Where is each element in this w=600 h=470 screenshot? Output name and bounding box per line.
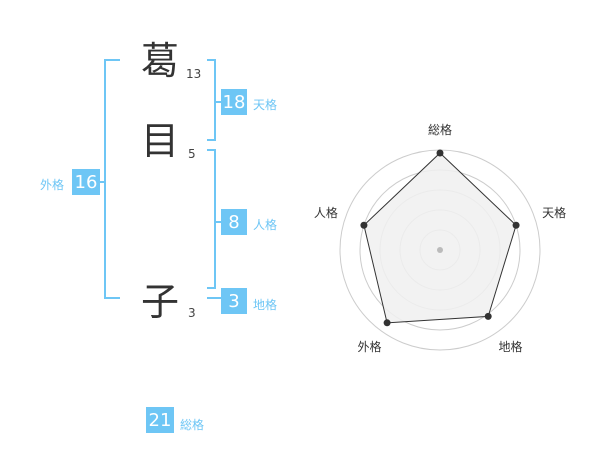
- radar-area: [363, 152, 517, 324]
- gaikaku-bracket: [104, 59, 120, 299]
- name-char-1: 葛: [141, 39, 180, 83]
- tenkaku-label: 天格: [253, 98, 278, 112]
- radar-point: [512, 221, 520, 229]
- name-char-3-strokes: 3: [188, 306, 196, 320]
- gaikaku-label: 外格: [40, 178, 65, 192]
- radar-label: 地格: [499, 339, 523, 354]
- jinkaku-bracket: [207, 149, 216, 289]
- tenkaku-value-badge: 18: [221, 89, 247, 115]
- gaikaku-value-badge: 16: [72, 169, 100, 195]
- radar-label: 人格: [314, 205, 338, 220]
- radar-point: [383, 319, 391, 327]
- jinkaku-value-badge: 8: [221, 209, 247, 235]
- tenkaku-bracket: [207, 59, 216, 141]
- chikaku-value-badge: 3: [221, 288, 247, 314]
- jinkaku-label: 人格: [253, 218, 278, 232]
- radar-center: [437, 247, 443, 253]
- radar-label: 総格: [428, 122, 452, 137]
- radar-point: [484, 312, 492, 320]
- radar-point: [436, 149, 444, 157]
- chikaku-label: 地格: [253, 298, 278, 312]
- name-char-2: 目: [141, 119, 180, 163]
- soukaku-label: 総格: [180, 418, 205, 432]
- radar-label: 天格: [542, 205, 566, 220]
- radar-point: [360, 221, 368, 229]
- soukaku-value-badge: 21: [146, 407, 174, 433]
- name-char-1-strokes: 13: [186, 67, 202, 81]
- name-char-2-strokes: 5: [188, 147, 196, 161]
- radar-label: 外格: [357, 339, 381, 354]
- name-char-3: 子: [141, 280, 180, 324]
